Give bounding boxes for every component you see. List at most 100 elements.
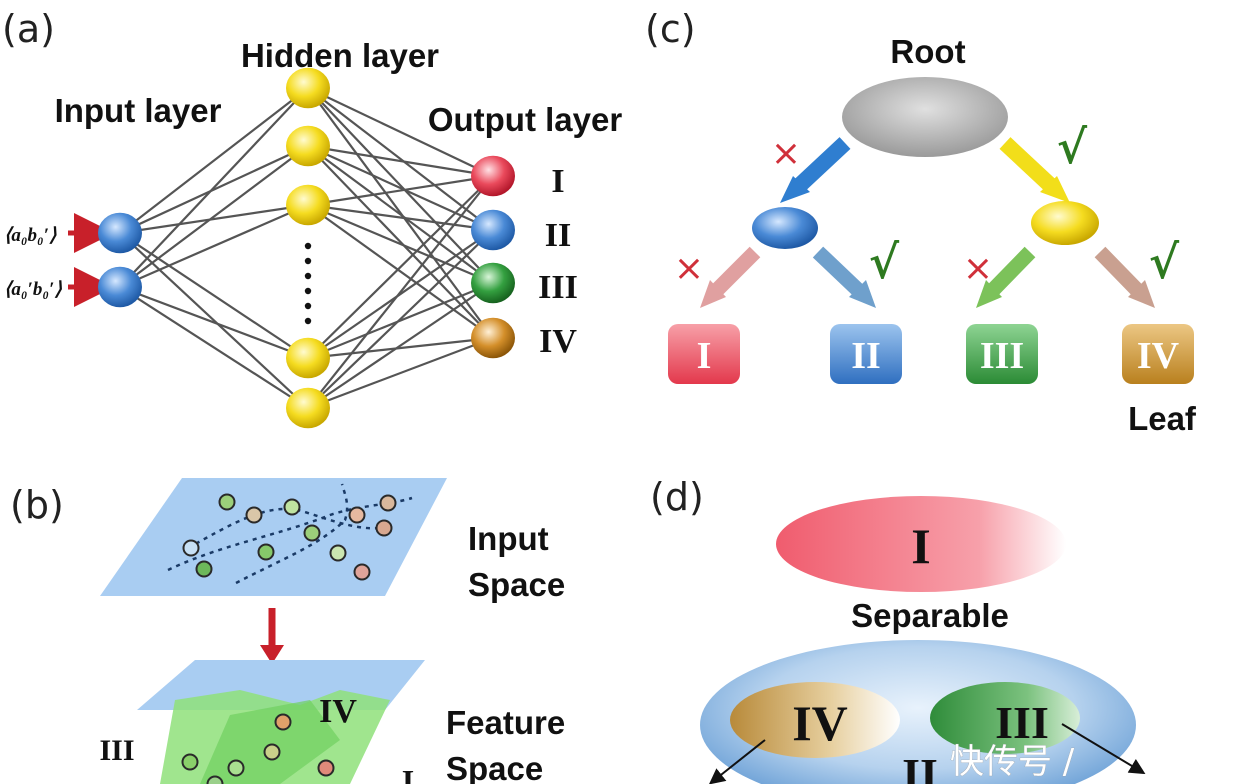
feature-point-5 — [317, 759, 335, 777]
right-split-node — [1031, 201, 1099, 245]
feature-label-iv: IV — [319, 693, 357, 730]
input-point-12 — [353, 563, 371, 581]
edge-hidden-5-output-2 — [307, 229, 494, 409]
edge-hidden-5-output-3 — [307, 282, 494, 409]
input-space-plane — [100, 478, 447, 596]
root-label: Root — [890, 33, 965, 70]
hidden-node-3 — [286, 184, 330, 226]
edge-hidden-4-output-1 — [307, 175, 494, 359]
edge-input-1-hidden-4 — [119, 232, 309, 359]
mark-false-left: × — [674, 248, 704, 289]
edge-hidden-2-output-3 — [307, 145, 494, 284]
separable-label: Separable — [851, 597, 1009, 634]
branch-right-to-iii — [987, 246, 1036, 296]
branch-right-to-iv — [1094, 246, 1143, 296]
svg-text:I: I — [697, 335, 712, 377]
branch-left-to-ii — [812, 246, 864, 296]
input-node-2 — [98, 266, 142, 308]
edge-input-2-hidden-1 — [119, 87, 309, 288]
edge-input-2-hidden-4 — [119, 285, 309, 360]
svg-text:IV: IV — [1137, 335, 1180, 377]
svg-text:II: II — [851, 335, 881, 377]
output-label-iii: III — [538, 269, 578, 306]
class-iii-arrow — [1061, 723, 1146, 775]
leaf-box-i: I — [668, 324, 740, 384]
edge-input-2-hidden-3 — [119, 203, 309, 289]
output-node-4 — [471, 317, 515, 359]
leaf-box-iv: IV — [1122, 324, 1194, 384]
edge-input-2-hidden-2 — [119, 145, 309, 288]
feature-label-i: I — [402, 763, 414, 784]
input-space-points — [182, 493, 397, 581]
class-iv-region — [730, 682, 900, 758]
hidden-node-4 — [286, 337, 330, 379]
branch-right-to-iv-head — [1128, 280, 1155, 308]
edge-input-1-hidden-5 — [119, 232, 309, 409]
input-point-5 — [379, 494, 397, 512]
hidden-node-2 — [286, 125, 330, 167]
input-space-label-2: Space — [468, 566, 565, 603]
output-label-i: I — [551, 163, 564, 200]
input-label-2: ⟨a₀′b₀′⟩ — [4, 279, 62, 300]
edge-input-1-hidden-1 — [119, 87, 309, 234]
branch-left-to-i-head — [700, 280, 726, 308]
input-space-label-1: Input — [468, 520, 549, 557]
leaf-box-iii: III — [966, 324, 1038, 384]
hidden-layer-label: Hidden layer — [241, 37, 439, 74]
edge-hidden-3-output-1 — [307, 174, 494, 207]
input-point-6 — [182, 539, 200, 557]
class-ii-label: II — [902, 749, 938, 784]
panel-c-decision-tree: (c) Root × √ × √ × √ I II — [645, 7, 1197, 437]
mark-false-root: × — [771, 133, 801, 174]
class-i-region — [776, 496, 1066, 592]
input-point-11 — [375, 519, 393, 537]
svg-text:III: III — [980, 335, 1024, 377]
input-point-8 — [195, 560, 213, 578]
mark-false-right: × — [963, 248, 993, 289]
class-iv-arrow — [708, 739, 766, 784]
edge-input-2-hidden-5 — [119, 286, 309, 409]
input-node-1 — [98, 212, 142, 254]
edge-hidden-4-output-4 — [307, 336, 494, 360]
branch-root-left-head — [780, 176, 810, 203]
branch-left-to-ii-head — [849, 280, 876, 308]
branch-root-right-head — [1040, 176, 1070, 203]
mark-true-left: √ — [869, 235, 900, 289]
hidden-node-1 — [286, 67, 330, 109]
input-layer-label: Input layer — [55, 92, 222, 129]
output-node-1 — [471, 155, 515, 197]
edge-hidden-5-output-1 — [307, 175, 494, 409]
class-iv-label: IV — [792, 695, 848, 751]
output-label-ii: II — [545, 217, 571, 254]
mapping-arrow-head — [260, 645, 284, 664]
class-iii-label: III — [995, 697, 1049, 748]
class-i-label: I — [911, 518, 930, 574]
feature-space-label-1: Feature — [446, 704, 565, 741]
input-point-1 — [218, 493, 236, 511]
input-point-3 — [283, 498, 301, 516]
leaf-label: Leaf — [1128, 400, 1197, 437]
watermark-text: 快传号 / — [950, 742, 1075, 782]
input-point-9 — [303, 524, 321, 542]
panel-b-feature-mapping: (b) Input Space IV III I Feature Space — [10, 478, 565, 784]
feature-point-4 — [227, 759, 245, 777]
edge-hidden-3-output-4 — [307, 204, 494, 339]
panel-a-tag: (a) — [2, 7, 55, 51]
edge-hidden-5-output-4 — [307, 336, 494, 410]
input-point-7 — [257, 543, 275, 561]
leaf-box-ii: II — [830, 324, 902, 384]
feature-space-label-2: Space — [446, 750, 543, 784]
branch-left-to-i — [711, 246, 761, 296]
hidden-ellipsis — [304, 242, 312, 325]
edge-hidden-3-output-2 — [307, 203, 494, 232]
output-label-iv: IV — [539, 323, 577, 360]
mark-true-right: √ — [1149, 235, 1180, 289]
input-point-4 — [348, 506, 366, 524]
branch-right-to-iii-head — [976, 280, 1002, 308]
feature-point-6 — [206, 775, 224, 784]
network-connections — [119, 87, 494, 410]
edge-hidden-2-output-4 — [307, 145, 494, 339]
panel-c-tag: (c) — [645, 7, 696, 51]
feature-point-1 — [274, 713, 292, 731]
